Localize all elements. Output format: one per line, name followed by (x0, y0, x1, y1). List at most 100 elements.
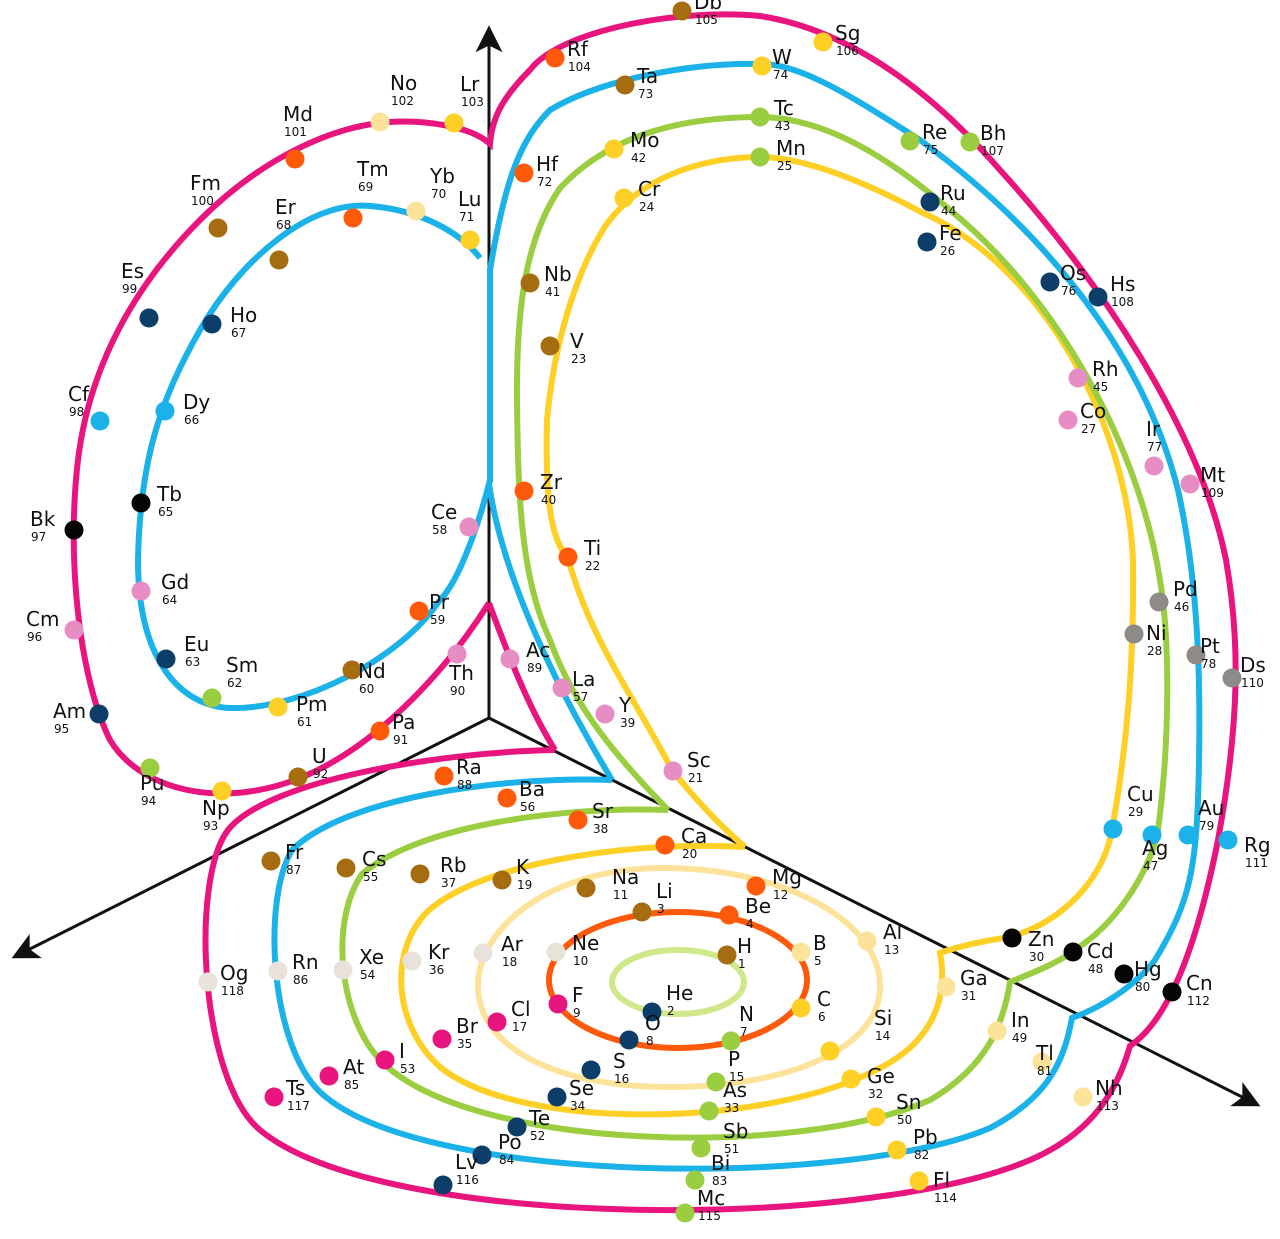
element-symbol: P (728, 1047, 740, 1071)
element-number: 88 (457, 778, 472, 792)
element-symbol: Xe (359, 945, 384, 969)
element-symbol: Bh (980, 121, 1006, 145)
element-symbol: Pu (140, 771, 164, 795)
element-dot (319, 1066, 339, 1086)
element-number: 84 (499, 1153, 514, 1167)
element-symbol: Tb (156, 482, 182, 506)
element-dot (90, 411, 110, 431)
element-number: 17 (512, 1020, 527, 1034)
element-be: Be4 (719, 894, 771, 931)
element-number: 118 (221, 984, 244, 998)
element-dot (750, 107, 770, 127)
element-dot (140, 758, 160, 778)
element-dot (706, 1072, 726, 1092)
element-number: 48 (1088, 962, 1103, 976)
element-number: 98 (69, 405, 84, 419)
element-dot (841, 1069, 861, 1089)
element-symbol: Rh (1092, 357, 1119, 381)
element-number: 92 (313, 767, 328, 781)
element-number: 3 (657, 902, 665, 916)
element-dot (857, 931, 877, 951)
element-dot (409, 601, 429, 621)
element-dot (288, 767, 308, 787)
element-number: 42 (631, 151, 646, 165)
element-number: 85 (344, 1078, 359, 1092)
element-symbol: Ir (1146, 417, 1161, 441)
element-dot (1218, 830, 1238, 850)
element-number: 81 (1037, 1064, 1052, 1078)
element-dot (820, 1041, 840, 1061)
element-symbol: S (613, 1049, 626, 1073)
period-5-ring (339, 113, 1171, 1141)
element-dot (472, 1145, 492, 1165)
element-symbol: Mn (776, 136, 806, 160)
period-4-ring (398, 153, 1137, 1118)
element-number: 117 (287, 1099, 310, 1113)
element-number: 43 (775, 119, 790, 133)
element-number: 38 (593, 822, 608, 836)
element-symbol: Fr (285, 840, 304, 864)
element-symbol: La (572, 667, 595, 691)
element-symbol: Pd (1173, 577, 1198, 601)
element-symbol: V (570, 329, 584, 353)
element-number: 14 (875, 1029, 890, 1043)
element-symbol: Cu (1127, 782, 1154, 806)
element-number: 41 (545, 285, 560, 299)
element-symbol: Bk (30, 507, 56, 531)
element-number: 15 (729, 1070, 744, 1084)
element-symbol: No (390, 71, 417, 95)
element-symbol: Tc (773, 96, 794, 120)
element-symbol: Be (745, 894, 771, 918)
element-dot (1149, 592, 1169, 612)
element-dot (987, 1021, 1007, 1041)
element-number: 106 (836, 44, 859, 58)
element-dot (155, 401, 175, 421)
element-dot (432, 1029, 452, 1049)
element-symbol: W (772, 45, 792, 69)
element-number: 65 (158, 505, 173, 519)
element-number: 80 (1135, 980, 1150, 994)
element-dot (545, 48, 565, 68)
element-dot (336, 858, 356, 878)
element-dot (202, 688, 222, 708)
element-symbol: Se (569, 1076, 594, 1100)
element-number: 60 (359, 682, 374, 696)
element-number: 1 (738, 957, 746, 971)
